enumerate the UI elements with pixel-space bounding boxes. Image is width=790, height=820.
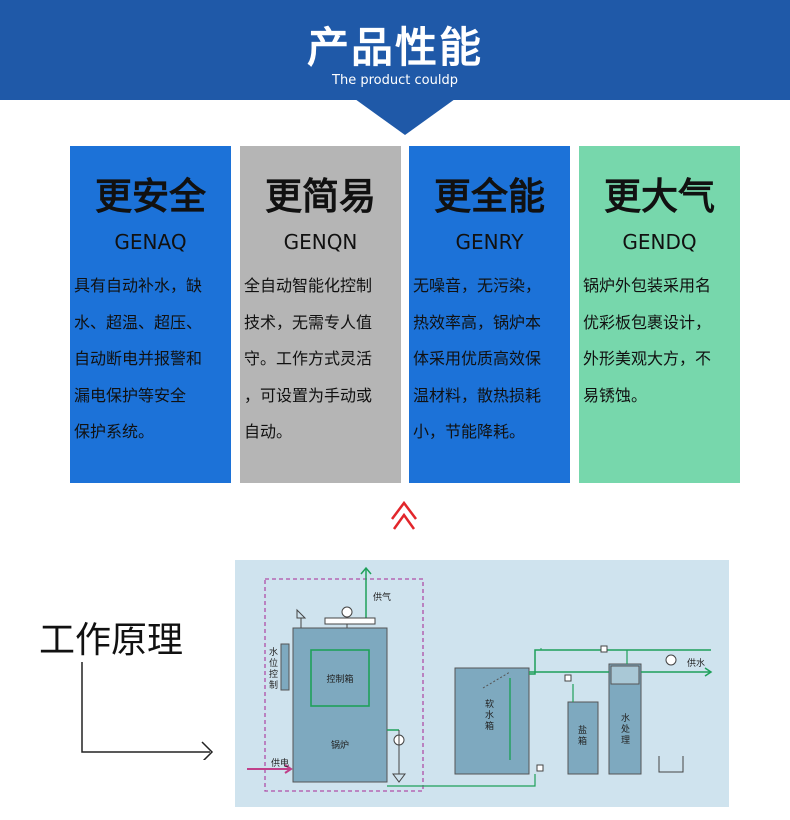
- card-title: 更全能: [434, 175, 545, 218]
- card-description-line: 无噪音，无污染，: [413, 276, 542, 295]
- card-title: 更大气: [604, 175, 715, 218]
- feature-card-elegant: 更大气 GENDQ 锅炉外包装采用名优彩板包裹设计， 外形美观大方，不易锈蚀。: [579, 146, 740, 483]
- system-diagram: 供气 水位控制 控制箱 锅炉 供电 软水箱 盐箱 水处理 供水: [235, 560, 729, 807]
- double-chevron-up-icon: [391, 500, 417, 530]
- card-description-line: 自动。: [244, 422, 293, 441]
- card-description-line: 技术，无需专人值: [244, 312, 373, 332]
- card-description: 锅炉外包装采用名优彩板包裹设计， 外形美观大方，不易锈蚀。: [583, 268, 738, 414]
- card-description-line: 体采用优质高效保: [413, 349, 542, 368]
- card-description-line: 具有自动补水，缺: [74, 276, 203, 295]
- diagram-label-boiler: 锅炉: [330, 741, 349, 751]
- card-description-line: 水、超温、超压、: [74, 312, 203, 332]
- feature-card-safety: 更安全 GENAQ 具有自动补水，缺水、超温、超压、自动断电并报警和漏电保护等安…: [70, 146, 231, 483]
- card-title: 更安全: [95, 175, 206, 218]
- diagram-drawing: [247, 566, 713, 792]
- feature-card-simple: 更简易 GENQN 全自动智能化控制技术，无需专人值守。工作方式灵活 ，可设置为手…: [240, 146, 401, 483]
- card-description-line: 保护系统。: [74, 422, 155, 441]
- card-code: GENRY: [455, 230, 524, 254]
- working-principle-title: 工作原理: [39, 620, 184, 661]
- card-code: GENDQ: [622, 230, 697, 254]
- diagram-label-steam: 供气: [373, 593, 392, 603]
- card-description: 全自动智能化控制技术，无需专人值守。工作方式灵活 ，可设置为手动或自动。: [244, 268, 399, 451]
- page-subtitle: The product couldp: [332, 73, 458, 88]
- feature-card-capable: 更全能 GENRY 无噪音，无污染， 热效率高，锅炉本体采用优质高效保温材料，散热…: [409, 146, 570, 483]
- card-description-line: 外形美观大方，不: [583, 349, 712, 368]
- pointer-arrow-icon: [81, 662, 214, 760]
- card-description-line: 守。工作方式灵活: [244, 349, 373, 368]
- diagram-label-soft-tank: 软水箱: [485, 700, 495, 732]
- card-description-line: 优彩板包裹设计，: [583, 312, 712, 332]
- card-description-line: 热效率高，锅炉本: [413, 312, 542, 332]
- header-banner: 产品性能 The product couldp: [0, 0, 790, 100]
- card-description-line: 全自动智能化控制: [244, 276, 373, 295]
- card-description-line: 漏电保护等安全: [74, 385, 187, 405]
- diagram-label-water-supply: 供水: [687, 659, 706, 669]
- card-code: GENAQ: [114, 230, 187, 254]
- diagram-label-power: 供电: [271, 759, 290, 769]
- card-code: GENQN: [283, 230, 358, 254]
- card-description-line: 小，节能降耗。: [413, 422, 526, 441]
- diagram-label-water-treatment: 水处理: [621, 714, 631, 746]
- page-title: 产品性能: [306, 23, 483, 72]
- card-description: 无噪音，无污染， 热效率高，锅炉本体采用优质高效保温材料，散热损耗小，节能降耗。: [413, 268, 568, 451]
- card-description-line: 锅炉外包装采用名: [583, 276, 712, 295]
- diagram-label-salt-tank: 盐箱: [578, 726, 588, 747]
- card-description-line: ，可设置为手动或: [244, 385, 373, 405]
- card-description-line: 易锈蚀。: [583, 385, 648, 405]
- card-description-line: 温材料，散热损耗: [413, 385, 542, 405]
- card-title: 更简易: [265, 175, 376, 218]
- diagram-label-water-level: 水位控制: [269, 648, 279, 691]
- card-description-line: 自动断电并报警和: [74, 349, 203, 368]
- card-description: 具有自动补水，缺水、超温、超压、自动断电并报警和漏电保护等安全保护系统。: [74, 268, 229, 451]
- diagram-label-control-box: 控制箱: [326, 675, 354, 685]
- banner-notch: [355, 99, 455, 135]
